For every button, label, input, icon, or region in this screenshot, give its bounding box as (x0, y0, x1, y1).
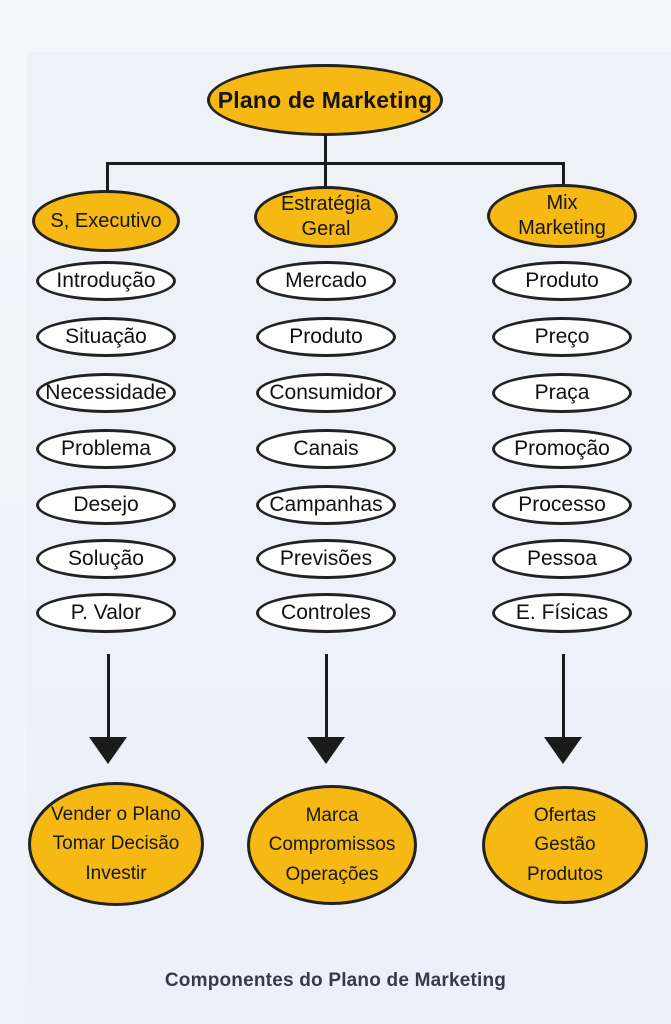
arrow-down-icon (543, 654, 583, 766)
item-node: Introdução (36, 261, 176, 301)
item-node: Promoção (492, 429, 632, 469)
item-node: E. Físicas (492, 593, 632, 633)
arrow-down-icon (306, 654, 346, 766)
item-node: Produto (256, 317, 396, 357)
item-node: Pessoa (492, 539, 632, 579)
outcome-node-vender: Vender o Plano Tomar Decisão Investir (28, 782, 204, 906)
item-node: Desejo (36, 485, 176, 525)
outcome-line: Compromissos (268, 834, 396, 856)
item-label: Previsões (279, 547, 373, 570)
item-label: Produto (289, 325, 363, 348)
root-node-label: Plano de Marketing (217, 86, 433, 113)
item-label: Necessidade (45, 381, 167, 404)
outcome-node-marca: Marca Compromissos Operações (247, 785, 417, 905)
outcome-line: Tomar Decisão (52, 833, 180, 855)
root-node-plano-de-marketing: Plano de Marketing (207, 64, 443, 136)
arrow-head (89, 737, 127, 764)
arrow-head (544, 737, 582, 764)
outcome-line: Produtos (526, 863, 604, 885)
outcome-text: Ofertas Gestão Produtos (527, 801, 603, 889)
connector-root-drop (324, 134, 327, 164)
item-label: Campanhas (269, 493, 383, 516)
item-node: Consumidor (256, 373, 396, 413)
item-node: Mercado (256, 261, 396, 301)
outcome-line: Ofertas (533, 804, 597, 826)
item-node: Preço (492, 317, 632, 357)
item-label: Processo (518, 493, 606, 516)
connector-drop-col3 (562, 162, 565, 186)
outcome-node-ofertas: Ofertas Gestão Produtos (482, 786, 648, 904)
connector-drop-col1 (106, 162, 109, 192)
outcome-line: Marca (305, 804, 359, 826)
arrow-head (307, 737, 345, 764)
item-label: Produto (525, 269, 599, 292)
outcome-line: Vender o Plano (51, 803, 181, 825)
item-label: Introdução (56, 269, 156, 292)
item-label: Desejo (73, 493, 139, 516)
diagram-caption: Componentes do Plano de Marketing (164, 970, 507, 991)
item-label: Controles (281, 601, 371, 624)
connector-drop-col2 (324, 162, 327, 188)
item-node: Necessidade (36, 373, 176, 413)
item-label: Pessoa (526, 547, 598, 570)
item-label: Canais (293, 437, 359, 460)
item-node: P. Valor (36, 593, 176, 633)
item-node: Controles (256, 593, 396, 633)
arrow-shaft (562, 654, 565, 738)
item-node: Solução (36, 539, 176, 579)
outcome-line: Operações (285, 863, 379, 885)
item-node: Praça (492, 373, 632, 413)
outcome-text: Vender o Plano Tomar Decisão Investir (51, 800, 181, 888)
item-label: Consumidor (269, 381, 383, 404)
header-label: S, Executivo (50, 209, 162, 232)
header-label: Mix Marketing (518, 192, 606, 239)
outcome-text: Marca Compromissos Operações (269, 801, 396, 889)
item-label: Promoção (514, 437, 610, 460)
connector-horizontal-bar (107, 162, 565, 165)
item-node: Situação (36, 317, 176, 357)
item-label: Mercado (285, 269, 367, 292)
item-node: Canais (256, 429, 396, 469)
arrow-shaft (325, 654, 328, 738)
outcome-line: Investir (85, 862, 147, 884)
header-node-mix-marketing: Mix Marketing (487, 184, 637, 248)
arrow-shaft (107, 654, 110, 738)
item-node: Previsões (256, 539, 396, 579)
item-label: E. Físicas (515, 601, 609, 624)
item-label: Praça (534, 381, 590, 404)
header-node-s-executivo: S, Executivo (32, 190, 180, 252)
item-label: Situação (65, 325, 147, 348)
item-label: Preço (534, 325, 590, 348)
item-label: Solução (68, 547, 144, 570)
item-label: Problema (61, 437, 151, 460)
item-node: Processo (492, 485, 632, 525)
outcome-line: Gestão (534, 834, 596, 856)
item-node: Campanhas (256, 485, 396, 525)
header-node-estrategia-geral: Estratégia Geral (254, 186, 398, 248)
item-node: Problema (36, 429, 176, 469)
item-label: P. Valor (70, 601, 142, 624)
header-label: Estratégia Geral (280, 193, 372, 240)
item-node: Produto (492, 261, 632, 301)
arrow-down-icon (88, 654, 128, 766)
